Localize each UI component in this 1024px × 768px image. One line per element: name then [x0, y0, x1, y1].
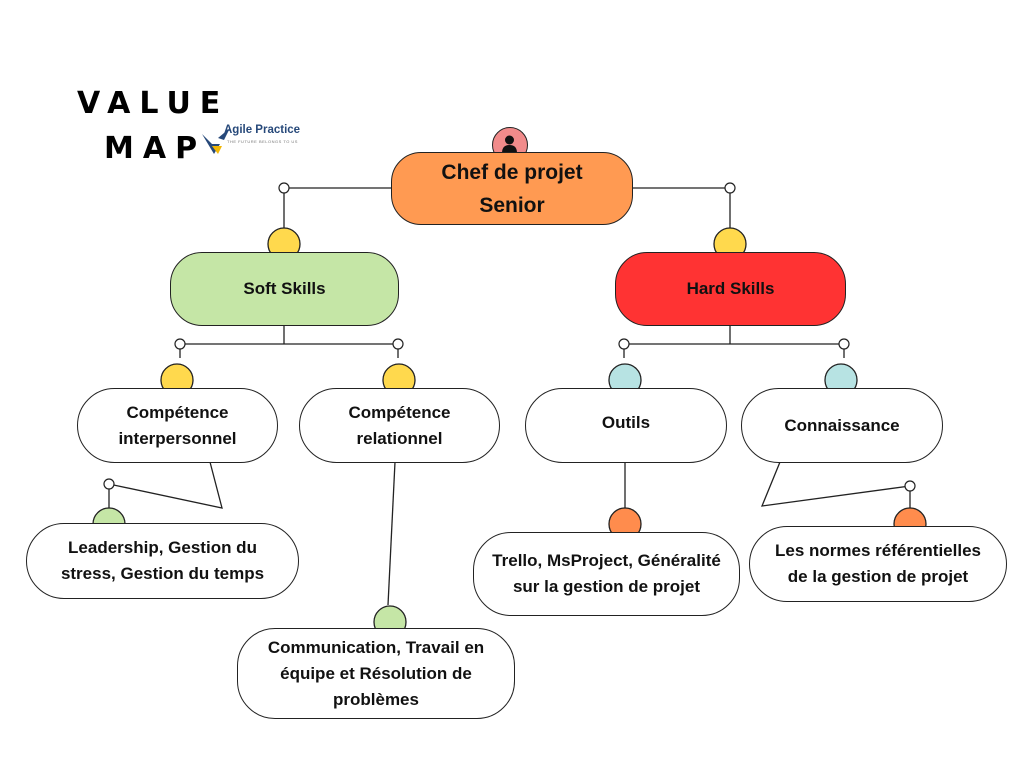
trello-label: Trello, MsProject, Généralité sur la ges…	[492, 551, 721, 596]
hard-skills-label: Hard Skills	[686, 279, 775, 298]
communication-label: Communication, Travail en équipe et Réso…	[267, 637, 485, 709]
outils-node[interactable]: Outils	[525, 388, 727, 463]
logo-mark-icon	[202, 128, 230, 154]
title-line-1: VALUE	[77, 86, 230, 121]
competence-relationnel-label: Compétence relationnel	[348, 402, 451, 448]
communication-node[interactable]: Communication, Travail en équipe et Réso…	[237, 628, 515, 719]
normes-node[interactable]: Les normes référentielles de la gestion …	[749, 526, 1007, 602]
competence-interpersonnel-node[interactable]: Compétence interpersonnel	[77, 388, 278, 463]
competence-relationnel-node[interactable]: Compétence relationnel	[299, 388, 500, 463]
hard-skills-node[interactable]: Hard Skills	[615, 252, 846, 326]
outils-label: Outils	[601, 413, 651, 432]
title-line-2: MAP	[104, 131, 207, 166]
person-icon	[502, 135, 517, 153]
leadership-label: Leadership, Gestion du stress, Gestion d…	[60, 538, 265, 583]
trello-node[interactable]: Trello, MsProject, Généralité sur la ges…	[473, 532, 740, 616]
root-label: Chef de projet Senior	[441, 160, 583, 217]
connaissance-label: Connaissance	[784, 415, 900, 435]
logo-tagline: THE FUTURE BELONGS TO US	[227, 139, 298, 144]
normes-label: Les normes référentielles de la gestion …	[775, 541, 981, 586]
agile-practice-logo: Agile Practice THE FUTURE BELONGS TO US	[200, 118, 326, 158]
logo-name: Agile Practice	[224, 124, 301, 136]
soft-skills-node[interactable]: Soft Skills	[170, 252, 399, 326]
root-node[interactable]: Chef de projet Senior	[391, 152, 633, 225]
connaissance-node[interactable]: Connaissance	[741, 388, 943, 463]
competence-interpersonnel-label: Compétence interpersonnel	[118, 402, 237, 448]
soft-skills-label: Soft Skills	[243, 279, 326, 298]
leadership-node[interactable]: Leadership, Gestion du stress, Gestion d…	[26, 523, 299, 599]
